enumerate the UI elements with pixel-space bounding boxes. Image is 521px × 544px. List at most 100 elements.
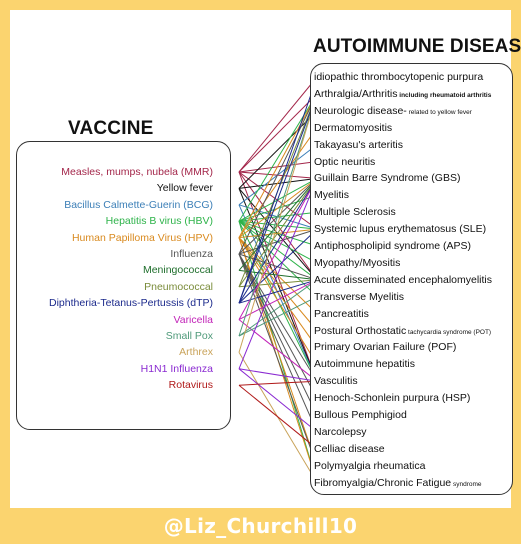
disease-item: Systemic lupus erythematosus (SLE): [314, 223, 486, 235]
disease-label: Postural Orthostatic: [314, 324, 407, 337]
disease-label: Narcolepsy: [314, 425, 367, 438]
link-arrow: [238, 171, 318, 382]
link-arrow: [238, 178, 318, 255]
disease-item: Neurologic disease- related to yellow fe…: [314, 105, 472, 117]
disease-label: Arthralgia/Arthritis: [314, 87, 398, 100]
link-arrow: [238, 384, 318, 450]
link-arrow: [238, 93, 318, 287]
vaccine-item: Yellow fever: [156, 182, 213, 195]
link-arrow: [238, 220, 318, 264]
link-arrow: [238, 220, 318, 298]
link-arrow: [238, 253, 318, 416]
link-arrow: [238, 220, 318, 281]
disease-item: Primary Ovarian Failure (POF): [314, 341, 456, 353]
link-arrow: [238, 93, 318, 173]
disease-label: Optic neuritis: [314, 155, 376, 168]
disease-item: Optic neuritis: [314, 156, 375, 168]
link-arrow: [238, 144, 318, 206]
link-arrow: [238, 178, 318, 238]
link-arrow: [238, 76, 318, 304]
disease-item: Bullous Pemphigiod: [314, 409, 407, 421]
link-arrow: [238, 188, 318, 382]
link-arrow: [238, 237, 318, 314]
link-arrow: [238, 177, 318, 320]
link-arrow: [238, 277, 318, 288]
disease-heading: AUTOIMMUNE DISEASE: [313, 36, 521, 57]
link-arrow: [238, 227, 318, 239]
vaccine-item: Varicella: [173, 313, 214, 326]
disease-item: Acute disseminated encephalomyelitis: [314, 274, 492, 286]
disease-item: Narcolepsy: [314, 426, 367, 438]
link-arrow: [238, 93, 318, 255]
watermark: @Liz_Churchill10: [163, 514, 358, 538]
vaccine-item: Arthrex: [179, 346, 213, 359]
link-arrow: [238, 188, 318, 281]
link-arrow: [238, 368, 318, 383]
vaccine-item: H1N1 Influenza: [140, 362, 213, 375]
disease-item: Pancreatitis: [314, 308, 369, 320]
vaccine-item: Influenza: [170, 248, 213, 260]
disease-note: syndrome: [451, 480, 482, 488]
vaccine-item: Small Pox: [165, 330, 213, 342]
link-arrow: [238, 220, 318, 232]
disease-item: Myelitis: [314, 189, 349, 201]
disease-label: Primary Ovarian Failure (POF): [314, 341, 457, 354]
link-arrow: [238, 278, 318, 304]
disease-note: related to yellow fever: [406, 108, 472, 116]
disease-label: Bullous Pemphigiod: [314, 409, 407, 421]
disease-item: Antiphospholipid syndrome (APS): [314, 240, 471, 252]
disease-label: Myopathy/Myositis: [314, 256, 401, 269]
vaccine-item: Meningococcal: [142, 264, 213, 277]
disease-item: idiopathic thrombocytopenic purpura: [314, 71, 483, 83]
link-arrow: [238, 220, 318, 382]
vaccine-heading: VACCINE: [68, 118, 154, 139]
link-arrow: [238, 171, 318, 181]
disease-item: Dermatomyositis: [314, 122, 392, 134]
link-arrow: [238, 237, 318, 331]
vaccine-item: Measles, mumps, nubela (MMR): [61, 166, 213, 178]
disease-item: Celliac disease: [314, 443, 385, 455]
link-arrow: [238, 253, 318, 399]
disease-note: tachycardia syndrome (POT): [406, 328, 492, 336]
disease-item: Transverse Myelitis: [314, 291, 404, 303]
disease-item: Autoimmune hepatitis: [314, 358, 415, 370]
disease-label: Polymyalgia rheumatica: [314, 459, 426, 472]
link-arrow: [238, 177, 318, 369]
link-arrow: [238, 93, 318, 304]
disease-label: Vasculitis: [314, 375, 358, 388]
vaccine-list: Measles, mumps, nubela (MMR) Yellow fever…: [16, 141, 231, 430]
disease-label: Neurologic disease-: [314, 104, 407, 117]
link-arrow: [238, 253, 318, 281]
link-arrow: [238, 269, 318, 282]
disease-item: Postural Orthostatic tachycardia syndrom…: [314, 325, 491, 337]
disease-label: Pancreatitis: [314, 307, 369, 320]
disease-label: Henoch-Schonlein purpura (HSP): [314, 392, 471, 405]
disease-item: Myopathy/Myositis: [314, 257, 400, 269]
link-arrow: [238, 228, 318, 304]
link-arrow: [238, 279, 318, 321]
link-arrow: [238, 93, 318, 222]
link-arrow: [238, 76, 318, 173]
link-arrow: [238, 159, 318, 173]
vaccine-item: Hepatitis B virus (HBV): [105, 215, 213, 228]
link-arrow: [238, 221, 319, 484]
link-arrow: [238, 296, 318, 337]
link-arrow: [238, 194, 318, 222]
link-arrow: [238, 352, 318, 484]
disease-label: Acute disseminated encephalomyelitis: [314, 273, 493, 286]
vaccine-item: Pneumococcal: [144, 280, 213, 293]
link-arrow: [238, 127, 318, 238]
link-arrow: [238, 237, 318, 365]
disease-note: including rheumatoid arthritis: [397, 91, 492, 99]
link-arrow: [238, 237, 318, 467]
link-arrow: [238, 177, 318, 304]
link-arrow: [238, 253, 318, 382]
link-arrow: [238, 93, 319, 353]
link-arrow: [238, 228, 318, 255]
disease-item: Fibromyalgia/Chronic Fatigue syndrome: [314, 477, 482, 489]
link-arrow: [238, 368, 318, 433]
disease-label: Myelitis: [314, 189, 350, 202]
link-arrow: [238, 237, 319, 484]
link-arrow: [238, 237, 318, 348]
